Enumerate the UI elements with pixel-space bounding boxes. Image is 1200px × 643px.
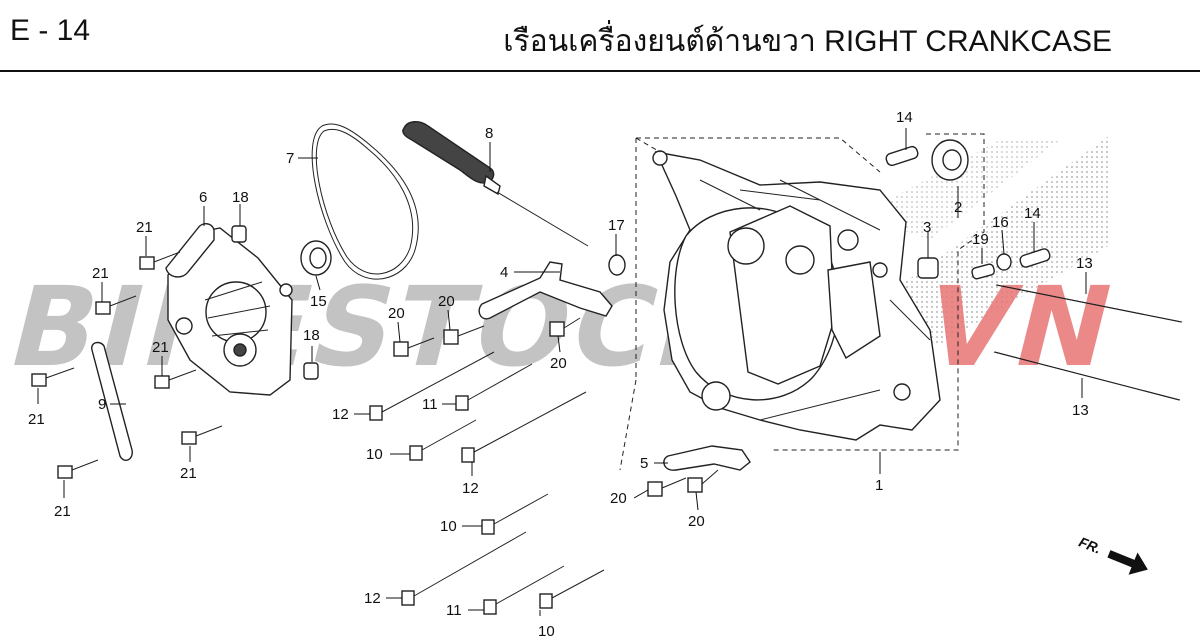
callout-18a: 18 — [232, 189, 249, 206]
header-divider — [0, 70, 1200, 72]
part-15-oil-seal — [300, 240, 332, 276]
part-8-dipstick — [402, 121, 589, 247]
callout-20d: 20 — [610, 490, 627, 507]
bolt-21 — [31, 367, 75, 387]
part-5-bracket — [663, 445, 751, 471]
part-4-bracket — [478, 261, 613, 320]
watermark: BIKESTOCK VN — [0, 264, 1129, 392]
callout-17: 17 — [608, 217, 625, 234]
bolt-11 — [455, 363, 533, 411]
callout-14b: 14 — [1024, 205, 1041, 222]
bolt-12 — [461, 391, 587, 463]
callout-3: 3 — [923, 219, 931, 236]
callout-21a: 21 — [136, 219, 153, 236]
bolt-21 — [154, 369, 197, 389]
callout-20c: 20 — [550, 355, 567, 372]
callout-12b: 12 — [462, 480, 479, 497]
bolt-10 — [409, 419, 477, 461]
part-17-o-ring — [608, 254, 626, 276]
bolt-21 — [95, 295, 137, 315]
part-2-bearing — [931, 139, 969, 181]
bolt-11 — [483, 565, 565, 615]
shading-area — [880, 135, 1110, 350]
bolt-12 — [369, 351, 495, 421]
callout-9: 9 — [98, 396, 106, 413]
callout-10b: 10 — [440, 518, 457, 535]
page-code: E - 14 — [10, 14, 91, 47]
group-outline-dashed — [770, 133, 985, 451]
callout-15: 15 — [310, 293, 327, 310]
callout-21d: 21 — [152, 339, 169, 356]
callout-18b: 18 — [303, 327, 320, 344]
bolt-20 — [393, 337, 435, 357]
page-title: เรือนเครื่องยนต์ด้านขวา RIGHT CRANKCASE — [503, 25, 1112, 58]
callout-11b: 11 — [446, 602, 462, 619]
front-direction-label: FR. — [1077, 534, 1104, 557]
bolt-20 — [443, 325, 485, 345]
callout-4: 4 — [500, 264, 508, 281]
part-14-dowel — [885, 145, 919, 167]
callout-13a: 13 — [1076, 255, 1093, 272]
bolt-20 — [647, 477, 687, 497]
callout-12a: 12 — [332, 406, 349, 423]
callout-labels: 1 2 3 4 5 6 7 8 9 10 10 10 11 11 12 12 1… — [28, 109, 1093, 640]
callout-8: 8 — [485, 125, 493, 142]
part-14-dowel — [1019, 248, 1051, 268]
callout-2: 2 — [954, 199, 962, 216]
shading-area — [860, 140, 1060, 240]
part-7-gasket-inner — [315, 128, 414, 275]
bolt-20 — [549, 317, 581, 337]
callout-21c: 21 — [28, 411, 45, 428]
bolt-12 — [401, 531, 527, 606]
bolt-20 — [687, 469, 719, 493]
bolt-21 — [139, 251, 181, 270]
callout-20e: 20 — [688, 513, 705, 530]
callout-21e: 21 — [180, 465, 197, 482]
callout-21f: 21 — [54, 503, 71, 520]
part-9-plate — [91, 341, 133, 461]
bolt-21 — [57, 459, 99, 479]
part-7-gasket — [311, 123, 419, 280]
callout-6: 6 — [199, 189, 207, 206]
callout-20a: 20 — [388, 305, 405, 322]
page-header: E - 14 เรือนเครื่องยนต์ด้านขวา RIGHT CRA… — [0, 0, 1200, 72]
callout-7: 7 — [286, 150, 294, 167]
watermark-accent-text: VN — [912, 264, 1129, 392]
callout-5: 5 — [640, 455, 648, 472]
callout-12c: 12 — [364, 590, 381, 607]
part-1-right-crankcase — [652, 150, 941, 441]
callout-1: 1 — [875, 477, 883, 494]
front-arrow-icon — [1107, 550, 1148, 575]
bolt-21 — [181, 425, 223, 445]
callout-16: 16 — [992, 214, 1009, 231]
water-pump-cover-assembly — [167, 227, 293, 396]
callout-21b: 21 — [92, 265, 109, 282]
stud-bolt-13 — [993, 351, 1181, 401]
part-19-dowel — [971, 263, 995, 280]
group-outline-dashed — [619, 137, 881, 471]
callout-10a: 10 — [366, 446, 383, 463]
bolt-10 — [539, 569, 605, 609]
watermark-text: BIKESTOCK — [0, 264, 764, 392]
callout-10c: 10 — [538, 623, 555, 640]
part-6-bracket — [165, 223, 215, 278]
part-18-dowel — [303, 362, 319, 380]
callout-20b: 20 — [438, 293, 455, 310]
callout-13b: 13 — [1072, 402, 1089, 419]
part-3-dowel — [917, 257, 939, 279]
front-direction-indicator: FR. — [1077, 534, 1148, 575]
callout-14a: 14 — [896, 109, 913, 126]
leader-lines — [37, 128, 1087, 616]
stud-bolt-13 — [995, 284, 1183, 323]
bolt-10 — [481, 493, 549, 535]
part-18-dowel — [231, 225, 247, 243]
callout-19: 19 — [972, 231, 989, 248]
part-16-o-ring — [996, 253, 1012, 271]
callout-11a: 11 — [422, 396, 438, 413]
